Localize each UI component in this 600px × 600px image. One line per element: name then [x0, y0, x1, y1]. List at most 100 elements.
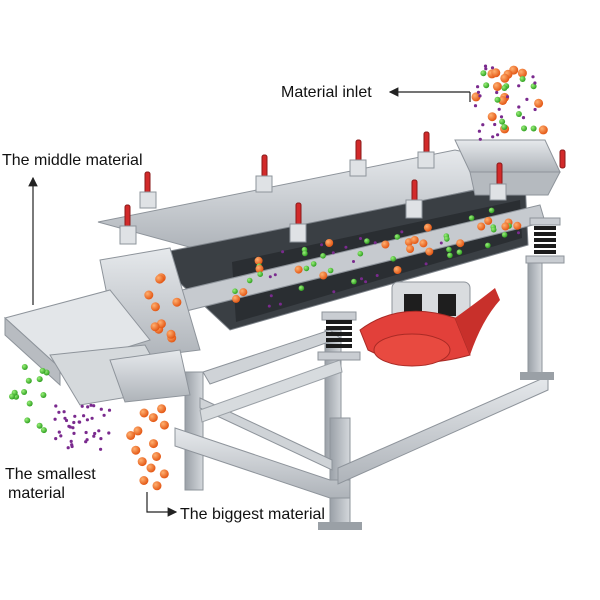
purple-particle	[483, 64, 488, 68]
purple-particle	[66, 446, 70, 450]
purple-particle	[97, 429, 101, 433]
purple-particle	[72, 431, 76, 435]
orange-particle	[159, 420, 169, 430]
biggest-material-label: The biggest material	[180, 506, 325, 523]
green-particle	[521, 125, 527, 132]
purple-particle	[71, 426, 75, 430]
purple-particle	[331, 251, 335, 255]
green-particle	[257, 271, 264, 278]
green-particle	[40, 427, 47, 434]
purple-particle	[491, 135, 495, 139]
green-particle	[490, 226, 497, 233]
green-particle	[394, 234, 401, 240]
orange-particle	[534, 98, 544, 108]
spring-front	[317, 311, 361, 361]
purple-particle	[525, 97, 529, 101]
orange-particle	[487, 112, 497, 122]
orange-particle	[425, 247, 434, 256]
green-particle	[488, 207, 495, 214]
green-particle	[26, 400, 33, 407]
green-particle	[351, 278, 357, 285]
green-particle	[515, 111, 522, 117]
purple-particle	[473, 104, 478, 108]
purple-particle	[533, 107, 537, 112]
green-particle	[446, 246, 452, 253]
purple-particle	[86, 405, 90, 409]
green-particle	[494, 96, 501, 103]
orange-particle	[150, 322, 160, 332]
purple-particle	[69, 439, 73, 443]
green-particle	[519, 76, 526, 82]
green-particle	[390, 255, 397, 262]
orange-particle	[148, 413, 158, 423]
purple-particle	[400, 230, 404, 234]
orange-particle	[150, 302, 160, 312]
green-particle	[501, 232, 508, 238]
green-particle	[444, 236, 450, 242]
purple-particle	[360, 277, 363, 281]
orange-particle	[152, 481, 162, 491]
purple-particle	[57, 430, 61, 434]
purple-particle	[517, 105, 521, 109]
orange-particle	[456, 239, 465, 248]
orange-particle	[325, 239, 334, 247]
orange-particle	[538, 125, 548, 135]
purple-particle	[99, 437, 103, 441]
green-particle	[501, 124, 508, 130]
smallest-material-label-line2: material	[8, 485, 65, 502]
green-particle	[36, 422, 43, 429]
purple-particle	[53, 417, 57, 421]
green-particle	[468, 215, 475, 221]
purple-particle	[92, 404, 96, 408]
purple-particle	[68, 425, 72, 429]
annotation-arrows	[28, 87, 471, 517]
purple-particle	[54, 437, 58, 441]
orange-particle	[144, 290, 154, 300]
purple-particle	[496, 133, 500, 137]
springs	[317, 217, 565, 361]
green-particle	[25, 377, 32, 384]
purple-particle	[267, 304, 271, 308]
orange-particle	[501, 222, 510, 231]
orange-particle	[139, 408, 149, 418]
purple-particle	[477, 129, 481, 133]
orange-particle	[149, 439, 158, 449]
orange-particle	[133, 426, 143, 436]
material-inlet-label: Material inlet	[281, 84, 372, 101]
purple-particle	[533, 81, 537, 85]
purple-particle	[490, 66, 495, 70]
purple-particle	[359, 237, 362, 240]
orange-particle	[152, 452, 161, 461]
orange-particle	[471, 92, 481, 102]
orange-particle	[492, 82, 502, 91]
purple-particle	[273, 273, 277, 277]
green-particle	[21, 364, 28, 370]
purple-particle	[84, 430, 88, 435]
orange-particle	[319, 271, 328, 280]
smallest-material-label-line1: The smallest	[5, 466, 96, 483]
green-particle	[530, 83, 537, 90]
purple-particle	[93, 431, 97, 436]
green-particle	[303, 265, 310, 272]
green-particle	[480, 70, 487, 77]
purple-particle	[70, 444, 74, 449]
material-particles	[9, 64, 548, 491]
purple-particle	[499, 115, 504, 119]
purple-particle	[73, 414, 77, 418]
orange-particle	[159, 469, 169, 479]
orange-particle	[166, 329, 176, 339]
orange-particle	[255, 264, 264, 273]
green-particle	[9, 393, 15, 400]
orange-particle	[294, 265, 303, 274]
purple-particle	[90, 416, 94, 420]
green-particle	[499, 118, 506, 125]
green-particle	[310, 261, 317, 267]
purple-particle	[84, 440, 88, 444]
green-particle	[36, 376, 43, 383]
purple-particle	[352, 260, 355, 263]
orange-particle	[254, 256, 263, 265]
purple-particle	[364, 280, 368, 284]
purple-particle	[424, 262, 428, 266]
purple-particle	[478, 137, 482, 141]
purple-particle	[481, 123, 485, 127]
